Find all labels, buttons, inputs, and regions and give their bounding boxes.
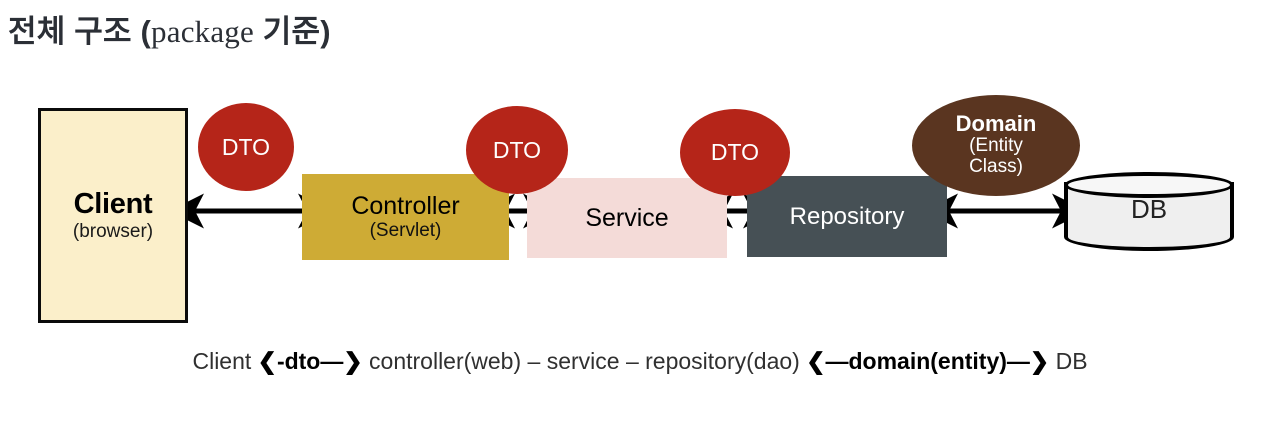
node-domain-label: Domain xyxy=(955,110,1037,136)
dto-badge-label: DTO xyxy=(492,136,542,163)
node-controller-sublabel: (Servlet) xyxy=(369,219,442,241)
dto-badge[interactable]: DTO xyxy=(198,103,294,191)
page-title: 전체 구조 (package 기준) xyxy=(8,6,331,51)
node-db[interactable]: DB xyxy=(1064,172,1234,251)
dto-badge-label: DTO xyxy=(221,133,271,160)
node-repository-label: Repository xyxy=(789,202,905,230)
db-cylinder-top xyxy=(1064,172,1234,198)
node-client-label: Client xyxy=(73,187,153,220)
node-client[interactable]: Client (browser) xyxy=(38,108,188,323)
caption-seg-client: Client xyxy=(192,348,258,374)
node-service-label: Service xyxy=(585,203,669,232)
diagram-caption: Client ❮-dto—❯ controller(web) – service… xyxy=(0,348,1280,375)
caption-seg-db: DB xyxy=(1049,348,1088,374)
node-client-sublabel: (browser) xyxy=(72,221,154,243)
node-service[interactable]: Service xyxy=(527,178,727,258)
node-controller[interactable]: Controller (Servlet) xyxy=(302,174,509,260)
dto-badge[interactable]: DTO xyxy=(466,106,568,194)
dto-badge-label: DTO xyxy=(710,139,760,165)
node-domain-sublabel-line1: (Entity xyxy=(969,134,1023,156)
node-db-label: DB xyxy=(1130,194,1168,224)
page-title-korean-tail: 기준) xyxy=(253,14,331,49)
caption-seg-domain-arrow: ❮—domain(entity)—❯ xyxy=(806,348,1050,374)
caption-seg-middle: controller(web) – service – repository(d… xyxy=(362,348,807,374)
node-controller-label: Controller xyxy=(351,192,460,221)
node-repository[interactable]: Repository xyxy=(747,176,947,257)
page-title-korean-lead: 전체 구조 ( xyxy=(8,14,152,49)
node-domain-sublabel-line2: Class) xyxy=(969,156,1023,178)
caption-seg-dto-arrow: ❮-dto—❯ xyxy=(257,348,363,374)
node-domain[interactable]: Domain (Entity Class) xyxy=(912,95,1080,196)
dto-badge[interactable]: DTO xyxy=(680,109,790,196)
page-title-latin: package xyxy=(151,14,254,49)
